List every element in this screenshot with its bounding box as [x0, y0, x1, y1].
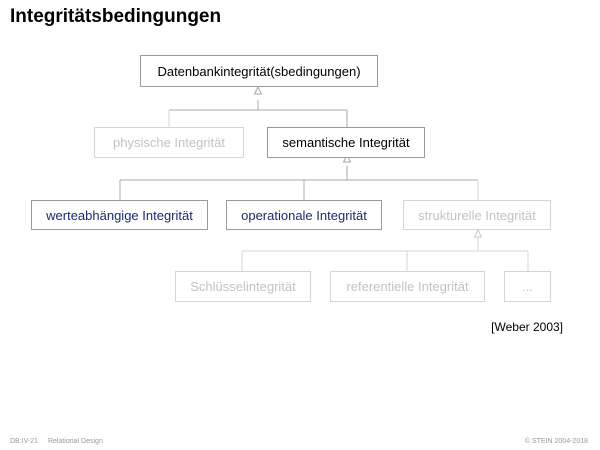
footer-copyright: © STEIN 2004-2018	[524, 438, 588, 445]
node-operational-integrity-label: operationale Integrität	[241, 207, 367, 223]
slide-title: Integritätsbedingungen	[10, 6, 222, 27]
node-key-integrity: Schlüsselintegrität	[175, 271, 311, 302]
node-semantic-integrity-label: semantische Integrität	[282, 135, 410, 150]
node-database-integrity: Datenbankintegrität(sbedingungen)	[140, 55, 378, 87]
node-structural-integrity: strukturelle Integrität	[403, 200, 551, 230]
arrowhead-structural	[473, 228, 483, 238]
node-referential-integrity: referentielle Integrität	[330, 271, 485, 302]
node-value-dependent-integrity: werteabhängige Integrität	[31, 200, 208, 230]
citation: [Weber 2003]	[491, 320, 563, 334]
node-value-dependent-integrity-label: werteabhängige Integrität	[46, 207, 193, 223]
arrowhead-root	[253, 85, 263, 95]
node-key-integrity-label: Schlüsselintegrität	[190, 279, 296, 294]
node-more: ...	[504, 271, 551, 302]
footer-topic: Relational Design	[47, 438, 103, 445]
footer-left: DB:IV-21 Relational Design	[10, 438, 111, 445]
node-structural-integrity-label: strukturelle Integrität	[418, 207, 536, 223]
footer-chapter: DB:IV-21	[10, 438, 39, 445]
node-semantic-integrity: semantische Integrität	[267, 127, 425, 158]
node-referential-integrity-label: referentielle Integrität	[346, 279, 469, 294]
node-more-label: ...	[522, 279, 533, 294]
node-operational-integrity: operationale Integrität	[226, 200, 382, 230]
node-physical-integrity-label: physische Integrität	[112, 135, 225, 150]
node-physical-integrity: physische Integrität	[94, 127, 244, 158]
node-database-integrity-label: Datenbankintegrität(sbedingungen)	[157, 63, 361, 79]
